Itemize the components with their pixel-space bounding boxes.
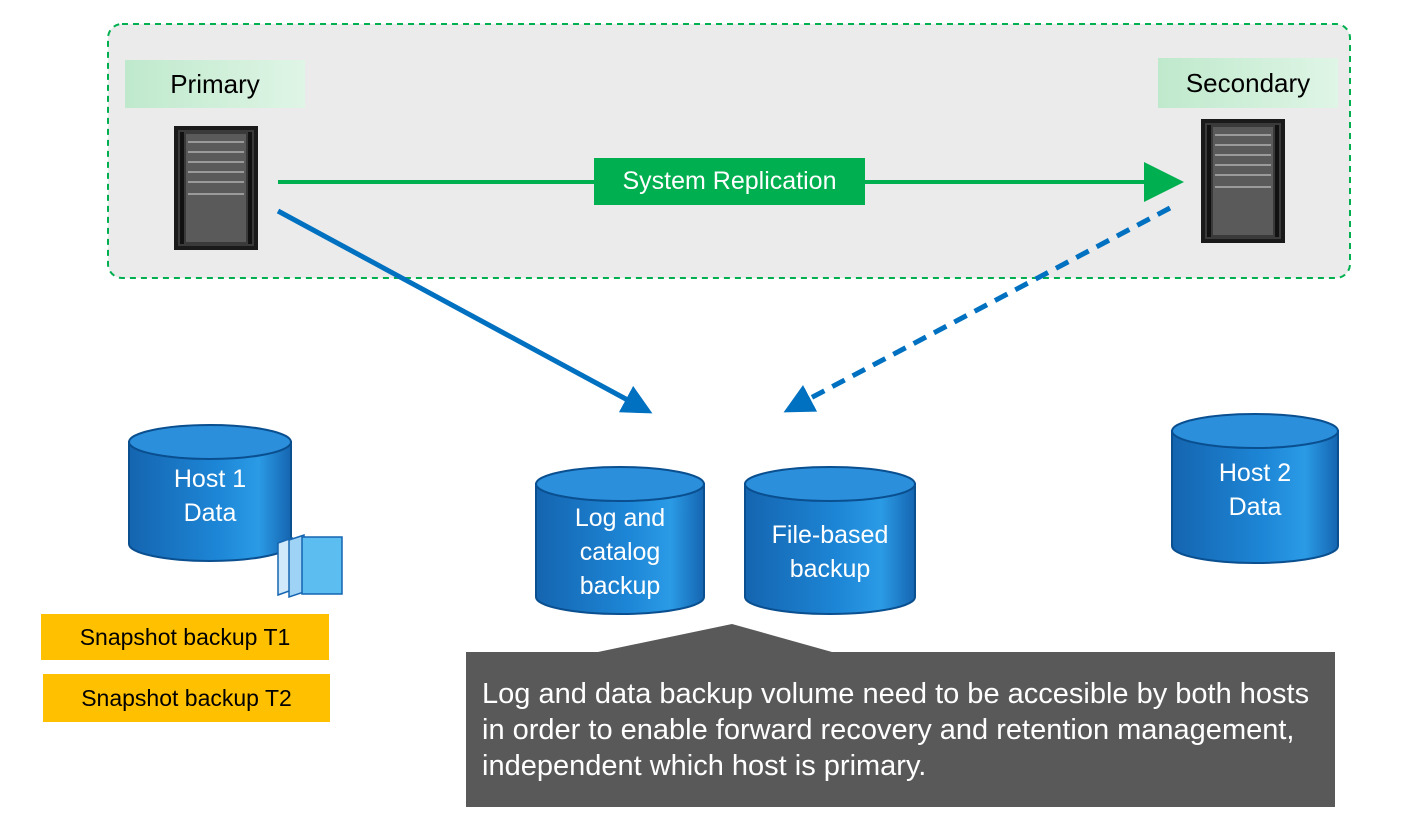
- host1-data-cylinder-icon: [128, 424, 292, 562]
- snapshot-backup-t2: Snapshot backup T2: [43, 674, 330, 722]
- log-catalog-line2: catalog: [579, 538, 661, 566]
- file-based-line2: backup: [789, 555, 871, 583]
- file-based-backup-label: File-based backup: [745, 518, 915, 586]
- host2-data-line1: Host 2: [1218, 459, 1292, 487]
- log-catalog-backup-cylinder-icon: [535, 466, 705, 615]
- host1-data-label: Host 1 Data: [129, 462, 291, 530]
- file-based-line1: File-based: [771, 521, 889, 549]
- log-catalog-line3: backup: [579, 572, 661, 600]
- host1-data-line2: Data: [183, 499, 237, 527]
- host2-data-cylinder-icon: [1171, 413, 1339, 564]
- replication-site-container: [107, 23, 1351, 279]
- log-catalog-line1: Log and: [574, 504, 666, 532]
- secondary-server-icon: [1201, 119, 1285, 243]
- host2-data-line2: Data: [1228, 493, 1282, 521]
- primary-site-label: Primary: [125, 60, 305, 108]
- file-based-backup-cylinder-icon: [744, 466, 916, 615]
- host2-data-label: Host 2 Data: [1172, 456, 1338, 524]
- log-catalog-backup-label: Log and catalog backup: [536, 501, 704, 603]
- note-box: Log and data backup volume need to be ac…: [466, 652, 1335, 807]
- primary-backup-arrow: [276, 208, 653, 414]
- snapshot-pages-icon: [277, 533, 343, 599]
- host1-data-line1: Host 1: [173, 465, 247, 493]
- snapshot-backup-t1: Snapshot backup T1: [41, 614, 329, 660]
- primary-server-icon: [174, 126, 258, 250]
- system-replication-label: System Replication: [594, 158, 865, 205]
- secondary-site-label: Secondary: [1158, 58, 1338, 108]
- note-callout-pointer: [598, 624, 832, 652]
- secondary-backup-arrow: [783, 205, 1172, 413]
